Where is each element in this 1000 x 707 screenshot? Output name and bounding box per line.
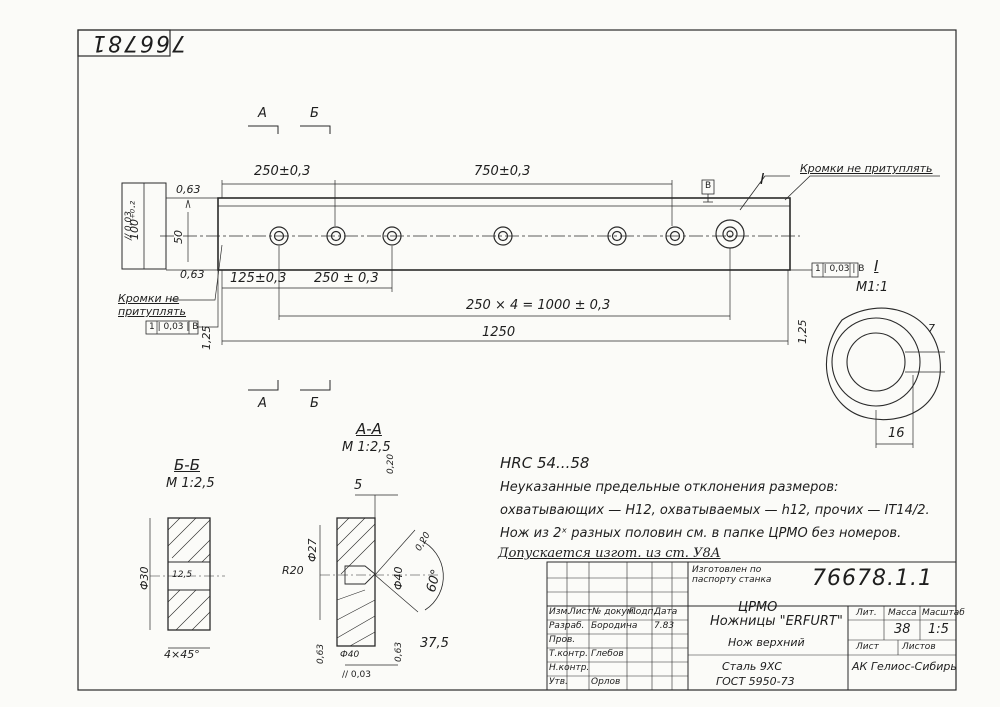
roughness-063-bottom: 0,63 xyxy=(180,268,205,281)
section-bb-scale: М 1:2,5 xyxy=(166,476,215,491)
section-aa-r063b: 0,63 xyxy=(394,641,404,662)
section-aa-r020-top: 0,20 xyxy=(386,453,396,474)
detail-dim-16: 16 xyxy=(888,426,905,441)
dim-1250: 1250 xyxy=(482,325,516,340)
section-aa-r063a: 0,63 xyxy=(316,643,326,664)
section-mark-b-bottom: Б xyxy=(310,396,319,411)
title-block xyxy=(546,561,957,691)
section-bb-d125: 12,5 xyxy=(172,570,193,580)
tb-col-mass: Масса xyxy=(888,608,917,618)
tb-hdr-doc: № докум. xyxy=(592,607,637,617)
tb-role-check: Пров. xyxy=(549,635,576,645)
section-aa-d40: Ф40 xyxy=(392,566,405,590)
tb-company: АК Гелиос-Сибирь xyxy=(852,660,957,673)
note-edges-left: Кромки не притуплять xyxy=(118,292,186,318)
note-edges-right: Кромки не притуплять xyxy=(800,162,933,175)
dim-250-top: 250±0,3 xyxy=(254,164,311,179)
section-mark-a-bottom: А xyxy=(258,396,267,411)
detail-dim-7: 7 xyxy=(928,322,935,335)
tb-role-tcontrol: Т.контр. xyxy=(549,649,589,659)
drawing-number-top: 766781 xyxy=(90,30,186,55)
dim-125: 125±0,3 xyxy=(230,271,287,286)
tb-check-name: Глебов xyxy=(591,649,624,659)
tb-org: ЦРМО xyxy=(738,600,778,615)
tb-date: 7.83 xyxy=(654,621,675,631)
section-aa-d375: 37,5 xyxy=(420,636,449,651)
roughness-125-right: 1,25 xyxy=(796,319,809,345)
tb-col-scale: Масштаб xyxy=(922,608,965,618)
section-bb-chamfer: 4×45° xyxy=(164,648,200,661)
section-aa-dim-5: 5 xyxy=(354,478,363,493)
dim-750: 750±0,3 xyxy=(474,164,531,179)
tb-sheets: Листов xyxy=(902,642,936,652)
note-line-2: охватывающих — Н12, охватываемых — h12, … xyxy=(500,503,930,518)
section-mark-b-top: Б xyxy=(310,106,319,121)
detail-title: I xyxy=(874,257,879,275)
tolerance-left-vertical: // 0,03 xyxy=(124,211,134,240)
section-bb-view xyxy=(149,517,225,649)
tb-scale: 1:5 xyxy=(928,622,949,637)
section-aa-scale: М 1:2,5 xyxy=(342,440,391,455)
tb-drawing-number: 76678.1.1 xyxy=(812,566,933,591)
dim-250-mid: 250 ± 0,3 xyxy=(314,271,379,286)
datum-b: В xyxy=(705,181,712,191)
section-aa-r20: R20 xyxy=(282,564,304,577)
detail-scale: М1:1 xyxy=(856,280,889,295)
roughness-063-top: 0,63 xyxy=(176,183,201,196)
top-number-box xyxy=(77,29,171,57)
hole-row xyxy=(269,219,745,249)
tolerance-bottom-left: 1 | 0,03 | В xyxy=(149,322,199,332)
tb-role-approve: Утв. xyxy=(549,677,568,687)
tb-name-1: Ножницы "ERFURT" xyxy=(710,614,843,629)
tb-dev-name: Бородина xyxy=(591,621,638,631)
tb-material-2: ГОСТ 5950-73 xyxy=(716,675,795,688)
tb-hdr-izm: Изм. xyxy=(549,607,571,617)
tb-mass: 38 xyxy=(894,622,911,637)
note-hrc: HRC 54...58 xyxy=(500,454,590,472)
section-bb-d30: Ф30 xyxy=(138,566,151,590)
tb-role-ncontrol: Н.контр. xyxy=(549,663,590,673)
tb-material-1: Сталь 9ХС xyxy=(722,660,783,673)
detail-I-view xyxy=(825,307,945,448)
tb-name-2: Нож верхний xyxy=(728,636,805,649)
section-bb-title: Б-Б xyxy=(174,456,200,474)
section-aa-title: А-А xyxy=(356,420,382,438)
section-aa-view xyxy=(319,494,444,666)
tb-hdr-list: Лист xyxy=(569,607,592,617)
roughness-125-left: 1,25 xyxy=(200,325,213,351)
dim-50: 50 xyxy=(172,230,185,244)
callout-I: I xyxy=(760,170,765,188)
tb-made-by: Изготовлен по паспорту станка xyxy=(692,565,772,585)
note-line-1: Неуказанные предельные отклонения размер… xyxy=(500,480,839,495)
tb-approve-name: Орлов xyxy=(591,677,621,687)
note-line-3: Нож из 2ˣ разных половин см. в папке ЦРМ… xyxy=(500,526,902,541)
note-line-4: Допускается изгот. из ст. У8А xyxy=(498,546,721,561)
section-aa-d27: Ф27 xyxy=(306,538,319,562)
tb-col-lit: Лит. xyxy=(856,608,877,618)
section-aa-tolerance: // 0,03 xyxy=(342,670,371,680)
outer-frame xyxy=(77,29,957,691)
knife-bar xyxy=(217,197,791,271)
tb-role-dev: Разраб. xyxy=(549,621,585,631)
section-mark-a-top: А xyxy=(258,106,267,121)
tb-hdr-sign: Подп. xyxy=(629,607,657,617)
tb-sheet: Лист xyxy=(856,642,879,652)
dim-1000: 250 × 4 = 1000 ± 0,3 xyxy=(466,298,611,313)
section-aa-d40b: Ф40 xyxy=(340,650,360,660)
tolerance-right: 1 | 0,03 | В xyxy=(815,264,865,274)
tb-hdr-date: Дата xyxy=(654,607,678,617)
